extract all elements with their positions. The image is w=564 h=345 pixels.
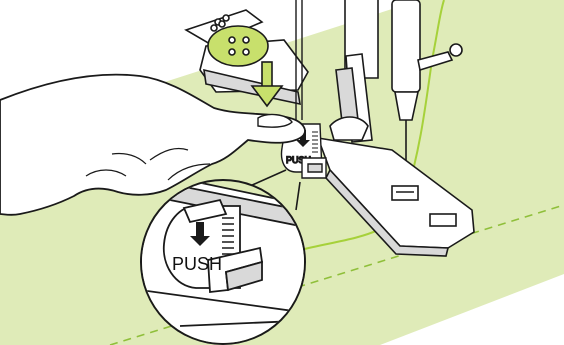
push-label-magnified: PUSH [172, 254, 222, 274]
button-icon [208, 26, 268, 66]
